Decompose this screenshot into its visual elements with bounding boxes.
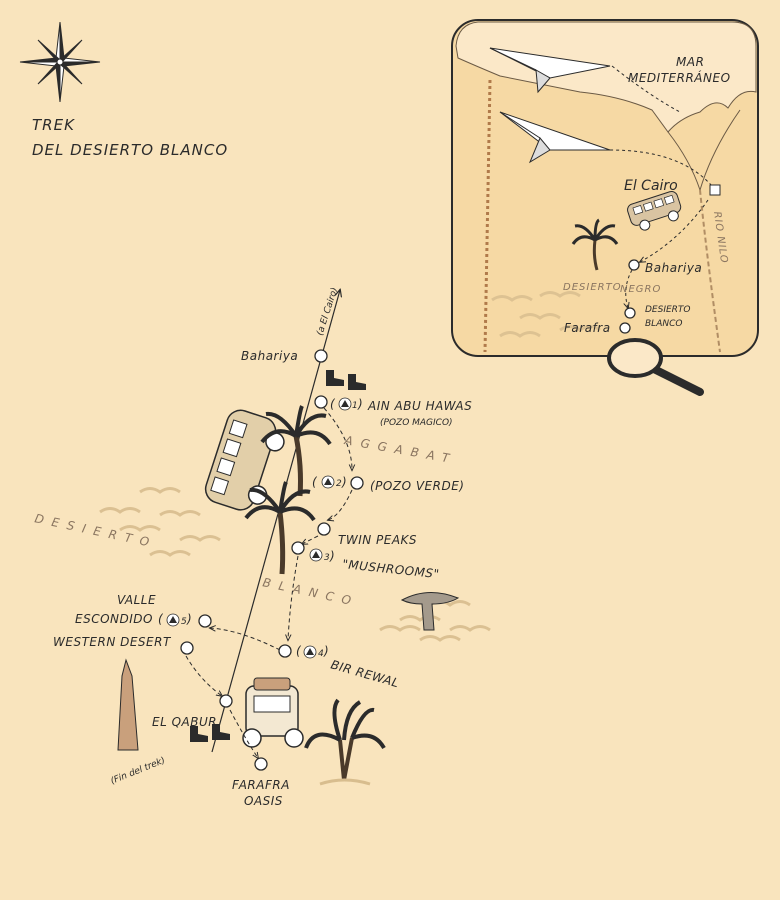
camp-tent-icon bbox=[166, 613, 180, 627]
trek-path bbox=[328, 489, 353, 520]
compass-rose-icon bbox=[19, 21, 101, 103]
inset-desierto-negro-2: NEGRO bbox=[620, 284, 661, 295]
magnifying-glass-icon bbox=[607, 338, 704, 396]
stop-label: BIR REWAL bbox=[329, 657, 401, 690]
trek-path bbox=[210, 628, 281, 651]
svg-text:(: ( bbox=[158, 612, 164, 626]
inset-desierto-blanco-1: DESIERTO bbox=[645, 305, 691, 315]
stop-label: TWIN PEAKS bbox=[338, 533, 417, 547]
mushroom-rock-icon bbox=[400, 592, 460, 631]
svg-text:): ) bbox=[329, 549, 335, 563]
inset-bahariya-label: Bahariya bbox=[645, 261, 702, 275]
hiking-boots-icon bbox=[326, 370, 366, 390]
stop-bir-rewal: ( 4 ) BIR REWAL bbox=[278, 644, 401, 690]
inset-farafra-marker bbox=[619, 322, 631, 334]
trek-path bbox=[288, 555, 299, 640]
svg-text:(: ( bbox=[330, 397, 336, 411]
camp-tent-icon bbox=[303, 645, 317, 659]
bus-icon bbox=[204, 409, 285, 511]
stop-label-line1: FARAFRA bbox=[232, 778, 290, 792]
stop-pozo-verde: ( 2 ) (POZO VERDE) bbox=[312, 475, 464, 493]
svg-text:1: 1 bbox=[352, 401, 358, 411]
stop-valle-escondido: VALLE ESCONDIDO ( 5 ) bbox=[75, 593, 212, 628]
stop-label: WESTERN DESERT bbox=[53, 635, 172, 649]
palm-tree-icon bbox=[244, 481, 316, 575]
trek-path bbox=[229, 709, 258, 758]
stop-sublabel: (POZO MAGICO) bbox=[380, 418, 453, 428]
stop-label: "MUSHROOMS" bbox=[342, 557, 440, 581]
map-title-line1: TREK bbox=[32, 116, 75, 134]
region-blanco-label: BLANCO bbox=[261, 575, 360, 609]
trek-path bbox=[323, 407, 352, 470]
stop-farafra-oasis: FARAFRA OASIS bbox=[232, 757, 290, 808]
camp-tent-icon bbox=[309, 548, 323, 562]
inset-cairo-label: El Cairo bbox=[624, 178, 678, 194]
stop-label: AIN ABU HAWAS bbox=[367, 399, 472, 413]
camp-tent-icon bbox=[321, 475, 335, 489]
stop-label-line2: OASIS bbox=[244, 794, 283, 808]
inset-sea-label-2: MEDITERRÁNEO bbox=[628, 70, 731, 85]
trek-path bbox=[185, 655, 222, 696]
hiking-boots-icon bbox=[190, 724, 230, 742]
camp-tent-icon bbox=[338, 397, 352, 411]
stop-label-line1: VALLE bbox=[117, 593, 156, 607]
stop-bahariya: Bahariya bbox=[241, 349, 328, 363]
map-title-line2: DEL DESIERTO BLANCO bbox=[32, 141, 228, 159]
paper-plane-icon bbox=[489, 47, 611, 94]
svg-text:(: ( bbox=[312, 475, 318, 489]
svg-text:(: ( bbox=[296, 644, 302, 658]
main-road bbox=[211, 290, 340, 753]
stop-label-line2: ESCONDIDO bbox=[75, 612, 153, 626]
inset-desierto-blanco-marker bbox=[624, 307, 636, 319]
inset-desierto-negro-1: DESIERTO bbox=[563, 282, 622, 293]
jeep-icon bbox=[242, 677, 304, 748]
road-label: (a El Cairo) bbox=[315, 286, 340, 337]
inset-farafra-label: Farafra bbox=[564, 321, 611, 335]
svg-text:3: 3 bbox=[324, 553, 330, 563]
inset-sea-label: MAR bbox=[676, 55, 704, 69]
stop-western-desert: WESTERN DESERT bbox=[53, 635, 194, 655]
stop-mushrooms: 3 ) "MUSHROOMS" bbox=[291, 541, 440, 581]
obelisk-icon bbox=[117, 658, 139, 751]
bus-icon bbox=[627, 190, 682, 231]
stop-twin-peaks: TWIN PEAKS bbox=[317, 522, 417, 547]
stop-label: EL QABUR bbox=[152, 715, 217, 729]
cairo-marker bbox=[709, 184, 721, 196]
region-aggabat-label: AGGABAT bbox=[342, 433, 458, 467]
svg-text:): ) bbox=[323, 644, 329, 658]
svg-text:): ) bbox=[186, 612, 192, 626]
svg-text:): ) bbox=[341, 475, 347, 489]
stop-label: Bahariya bbox=[241, 349, 298, 363]
paper-plane-icon bbox=[499, 111, 611, 164]
svg-text:2: 2 bbox=[336, 479, 342, 489]
stop-ain-abu-hawas: ( 1 ) AIN ABU HAWAS (POZO MAGICO) bbox=[314, 395, 472, 428]
svg-text:4: 4 bbox=[318, 649, 324, 659]
inset-desierto-blanco-2: BLANCO bbox=[645, 319, 682, 329]
palm-tree-icon bbox=[304, 698, 386, 786]
stop-note: (Fin del trek) bbox=[109, 756, 166, 787]
svg-text:5: 5 bbox=[181, 617, 187, 627]
svg-text:): ) bbox=[357, 397, 363, 411]
stop-label: (POZO VERDE) bbox=[370, 479, 464, 493]
inset-bahariya-marker bbox=[628, 259, 640, 271]
inset-map: MAR MEDITERRÁNEO El Cairo Bahariya DESIE… bbox=[451, 19, 759, 396]
palm-tree-icon bbox=[571, 218, 619, 271]
trek-path bbox=[302, 535, 319, 544]
